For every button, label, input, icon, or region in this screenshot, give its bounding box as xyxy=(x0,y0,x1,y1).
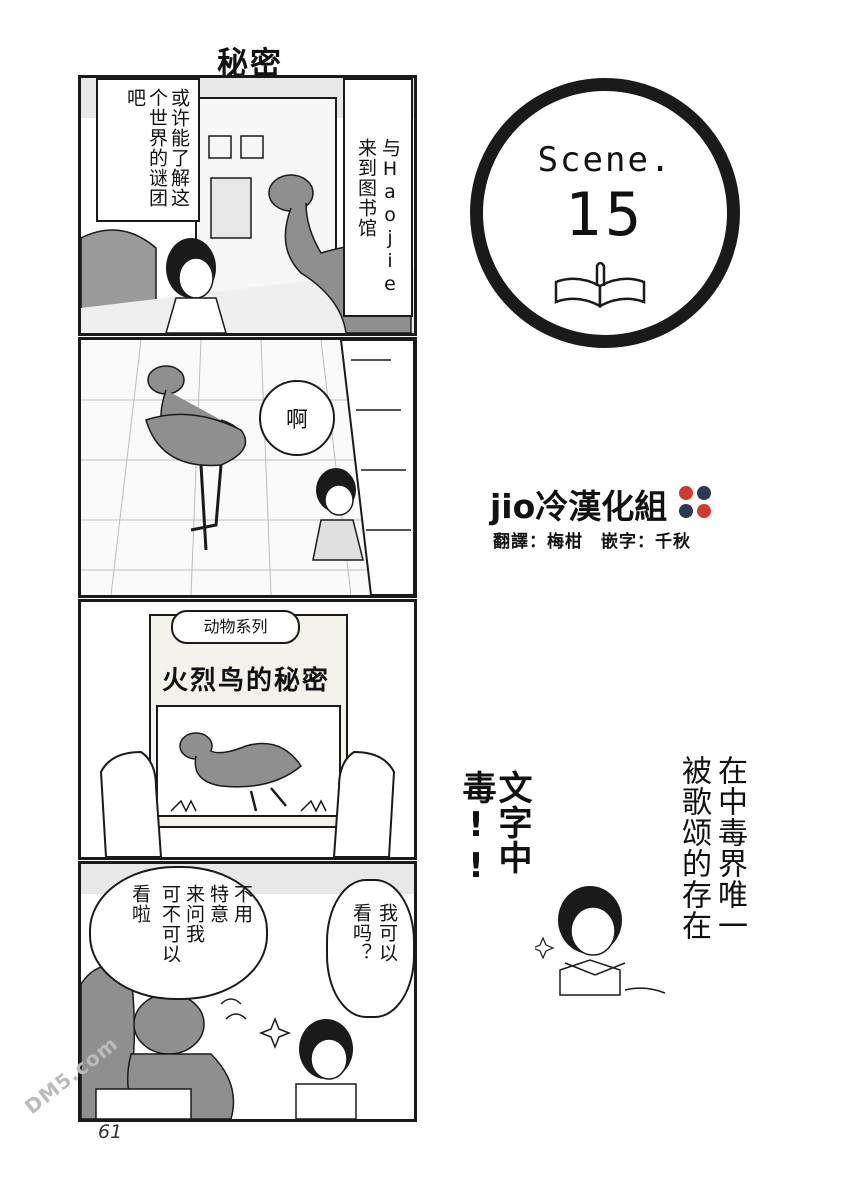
narration-box-left: 或许能了解这个世界的谜团吧 xyxy=(96,78,200,222)
speech-left-col5: 看啦 xyxy=(129,884,151,924)
speech-right-col1: 我可以 xyxy=(376,903,398,963)
scene-label: Scene. xyxy=(537,140,673,180)
page-number: 61 xyxy=(98,1121,123,1143)
group-logo-icon xyxy=(679,486,711,518)
comic-panel-3: 动物系列 火烈鸟的秘密 xyxy=(78,599,417,860)
narration-text-left: 或许能了解这个世界的谜团吧 xyxy=(124,88,190,208)
comic-panel-1: 或许能了解这个世界的谜团吧 与Haojie 来到图书馆 xyxy=(78,75,417,336)
book-cover-art xyxy=(156,705,341,817)
speech-bubble-right: 我可以 看吗？ xyxy=(326,879,414,1018)
speech-left-col2: 特意 xyxy=(207,884,229,924)
side-text-exclaim: 文字中毒!! xyxy=(456,770,532,887)
panel-2-art xyxy=(81,340,414,595)
speech-left-col1: 不用 xyxy=(231,884,253,924)
side-text-col1: 在中毒界唯一 xyxy=(712,755,747,941)
scene-number: 15 xyxy=(564,180,646,250)
reading-girl-art xyxy=(535,886,666,996)
speech-bubble: 啊 xyxy=(259,380,335,456)
narration-text-right-col2: 来到图书馆 xyxy=(355,138,377,238)
speech-text: 啊 xyxy=(285,408,308,433)
book-icon xyxy=(554,262,646,308)
narration-box-right: 与Haojie 来到图书馆 xyxy=(343,78,413,317)
narration-text-right-col1: 与Haojie xyxy=(379,138,401,296)
translation-credits: 翻譯：梅柑 嵌字：千秋 xyxy=(493,532,691,552)
book-title: 火烈鸟的秘密 xyxy=(161,666,330,696)
translation-group-name: jio冷漢化組 xyxy=(490,487,668,526)
speech-left-col4: 可不可以 xyxy=(159,884,181,964)
comic-panel-4: 不用 特意 来问我 可不可以 看啦 我可以 看吗？ xyxy=(78,861,417,1122)
book-cover xyxy=(149,614,348,828)
comic-panel-2: 啊 xyxy=(78,337,417,598)
speech-right-col2: 看吗？ xyxy=(350,903,372,963)
book-series-label: 动物系列 xyxy=(171,610,300,644)
speech-bubble-left: 不用 特意 来问我 可不可以 看啦 xyxy=(89,866,268,1000)
speech-left-col3: 来问我 xyxy=(183,884,205,944)
side-text-col2: 被歌颂的存在 xyxy=(676,755,711,941)
